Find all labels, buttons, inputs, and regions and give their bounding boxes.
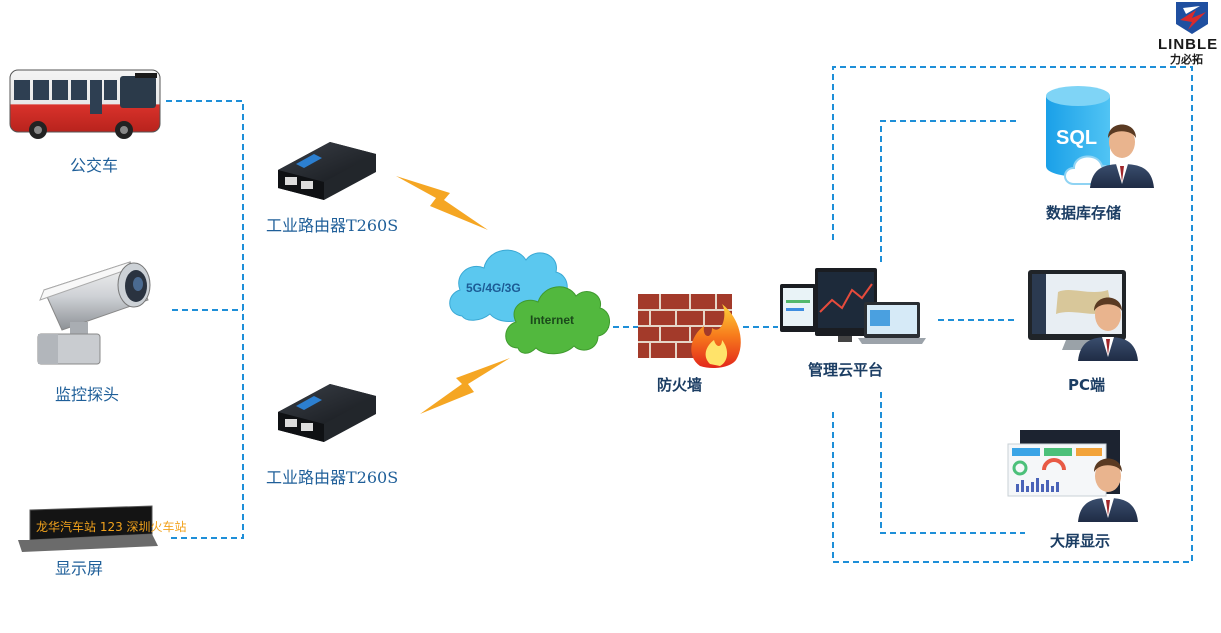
big-screen-label: 大屏显示	[1050, 532, 1111, 550]
database-link	[880, 120, 1020, 262]
display-label: 显示屏	[55, 559, 104, 578]
cloud-platform-label: 管理云平台	[808, 361, 884, 379]
left-device-bus-line	[166, 100, 244, 539]
database-label: 数据库存储	[1046, 204, 1122, 222]
led-display-icon: 龙华汽车站 123 深圳火车站	[18, 505, 187, 552]
router-icon	[278, 384, 376, 442]
camera-label: 监控探头	[55, 385, 120, 404]
cloud-icon	[505, 286, 610, 355]
lightning-icon	[396, 176, 488, 230]
logo-brand-cn: 力必拓	[1170, 53, 1203, 66]
user-icon	[1078, 297, 1138, 361]
big-screen-link	[880, 392, 1025, 534]
lightning-icon	[420, 358, 510, 414]
bus-icon	[9, 69, 161, 139]
connector-lines	[166, 66, 1193, 563]
cellular-label: 5G/4G/3G	[466, 281, 521, 295]
user-icon	[1090, 124, 1154, 188]
camera-icon	[37, 261, 151, 365]
logo-brand: LINBLE	[1158, 36, 1219, 53]
user-icon	[1078, 458, 1138, 522]
router-2-label: 工业路由器T260S	[266, 468, 399, 487]
outer-client-loop	[832, 66, 1193, 563]
linble-logo-icon	[1176, 2, 1208, 34]
router-1-label: 工业路由器T260S	[266, 216, 399, 235]
sql-icon-text: SQL	[1056, 127, 1097, 149]
bus-label: 公交车	[70, 156, 119, 175]
database-icon: SQL	[1046, 86, 1115, 185]
internet-label: Internet	[530, 313, 574, 327]
pc-label: PC端	[1068, 376, 1106, 394]
router-icon	[278, 142, 376, 200]
firewall-label: 防火墙	[657, 376, 703, 394]
computer-monitor-icon	[780, 268, 926, 344]
led-display-text: 龙华汽车站 123 深圳火车站	[36, 519, 187, 534]
firewall-icon	[638, 294, 741, 368]
